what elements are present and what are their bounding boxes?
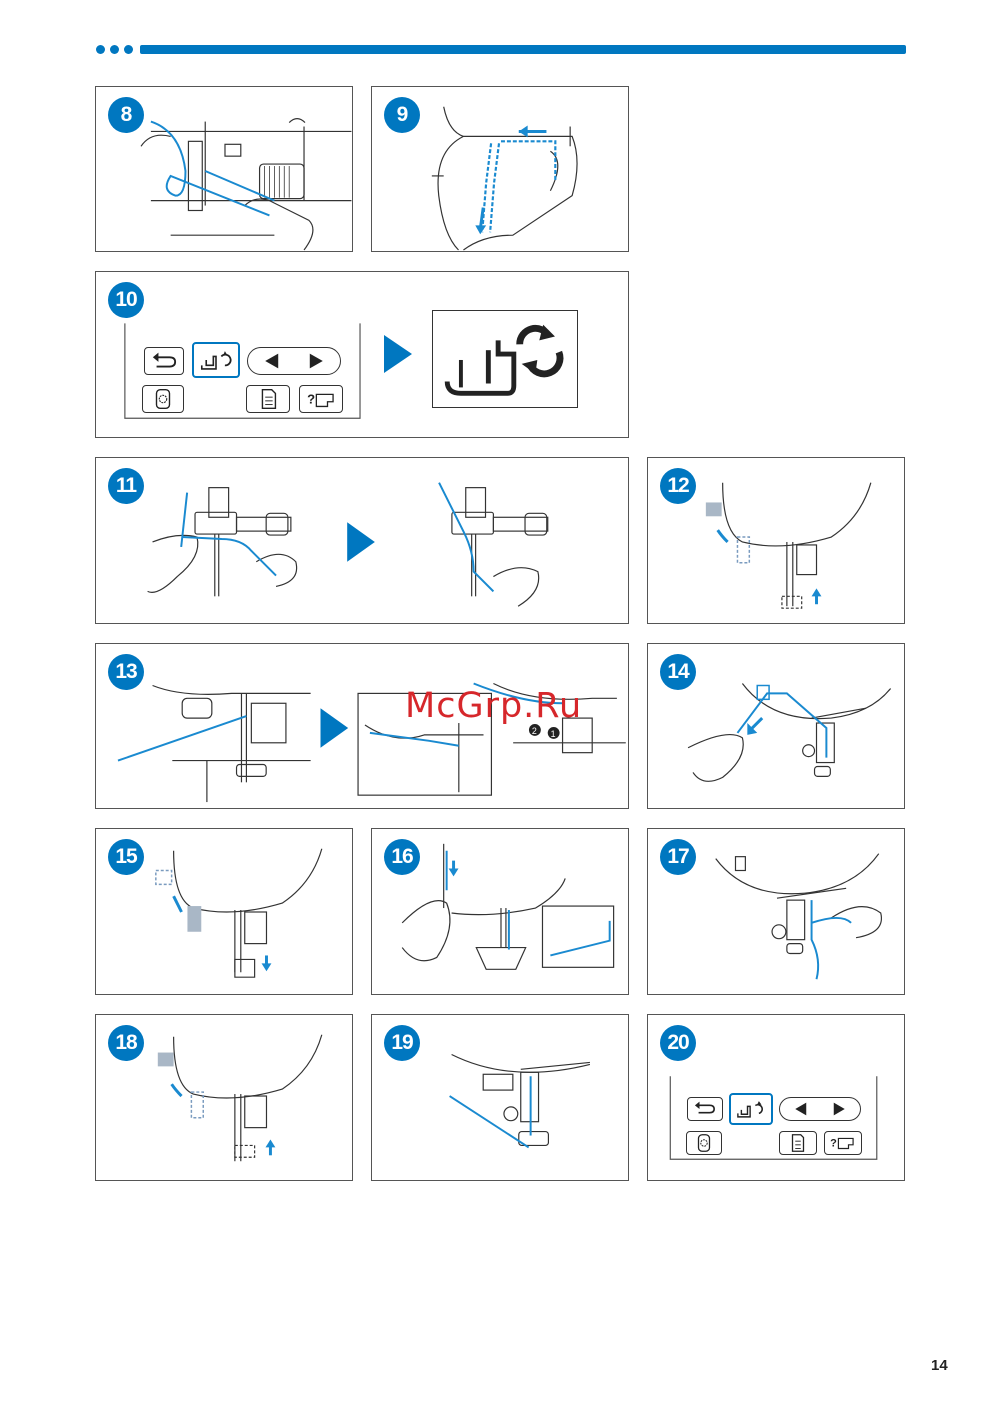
help-machine-icon: ?	[825, 1132, 861, 1154]
document-icon	[247, 386, 289, 412]
next-step-arrow	[384, 335, 412, 373]
step-11-illustration	[96, 458, 628, 623]
right-arrow-icon	[310, 354, 323, 369]
presser-foot-threading-button[interactable]	[729, 1093, 773, 1125]
step-10-panel: 10 ?	[95, 271, 629, 438]
prev-next-icons	[780, 1098, 860, 1120]
step-16-panel: 16	[371, 828, 629, 995]
step-12-panel: 12	[647, 457, 905, 624]
embroidery-button[interactable]	[686, 1131, 722, 1155]
back-button[interactable]	[687, 1097, 723, 1121]
presser-foot-threading-icon-large	[433, 311, 577, 407]
page-number: 14	[931, 1357, 948, 1374]
document-icon	[780, 1132, 816, 1154]
step-number-badge: 14	[660, 654, 696, 690]
step-8-panel: 8	[95, 86, 353, 252]
header-dot	[96, 45, 105, 54]
step-number-badge: 15	[108, 839, 144, 875]
embroidery-button[interactable]	[142, 385, 184, 413]
back-button[interactable]	[144, 347, 184, 375]
prev-next-button-group	[247, 347, 341, 375]
step-number-badge: 9	[384, 97, 420, 133]
step-number-badge: 11	[108, 468, 144, 504]
help-button[interactable]: ?	[299, 385, 343, 413]
step-number-badge: 12	[660, 468, 696, 504]
step-17-panel: 17	[647, 828, 905, 995]
svg-text:?: ?	[830, 1138, 837, 1150]
back-arrow-icon	[688, 1098, 722, 1120]
step-18-panel: 18	[95, 1014, 353, 1181]
prev-next-icons	[248, 348, 340, 374]
header-bar	[96, 44, 906, 55]
help-machine-icon: ?	[300, 386, 342, 412]
watermark: McGrp.Ru	[405, 686, 582, 726]
embroidery-icon	[143, 386, 183, 412]
step-19-panel: 19	[371, 1014, 629, 1181]
help-button[interactable]: ?	[824, 1131, 862, 1155]
embroidery-icon	[687, 1132, 721, 1154]
header-dot	[124, 45, 133, 54]
threading-icon-enlarged	[432, 310, 578, 408]
presser-foot-threading-button[interactable]	[192, 342, 240, 378]
presser-foot-threading-icon	[194, 344, 238, 376]
step-11-panel: 11	[95, 457, 629, 624]
header-dot	[110, 45, 119, 54]
step-number-badge: 19	[384, 1025, 420, 1061]
step-15-panel: 15	[95, 828, 353, 995]
left-arrow-icon	[795, 1103, 806, 1116]
document-button[interactable]	[246, 385, 290, 413]
callout-1-text: 1	[551, 729, 556, 739]
step-9-panel: 9	[371, 86, 629, 252]
right-arrow-icon	[834, 1103, 845, 1116]
step-number-badge: 18	[108, 1025, 144, 1061]
step-14-panel: 14	[647, 643, 905, 809]
document-button[interactable]	[779, 1131, 817, 1155]
step-20-panel-outline	[648, 1015, 904, 1180]
step-number-badge: 17	[660, 839, 696, 875]
left-arrow-icon	[265, 354, 278, 369]
callout-2-text: 2	[532, 726, 537, 736]
step-13-panel: 2 1 13	[95, 643, 629, 809]
svg-text:?: ?	[307, 392, 315, 407]
step-number-badge: 16	[384, 839, 420, 875]
step-20-panel: 20 ?	[647, 1014, 905, 1181]
step-number-badge: 13	[108, 654, 144, 690]
back-arrow-icon	[145, 348, 183, 374]
presser-foot-threading-icon	[731, 1095, 771, 1123]
prev-next-button-group	[779, 1097, 861, 1121]
step-number-badge: 8	[108, 97, 144, 133]
header-rule	[140, 45, 906, 54]
step-13-illustration: 2 1	[96, 644, 628, 808]
